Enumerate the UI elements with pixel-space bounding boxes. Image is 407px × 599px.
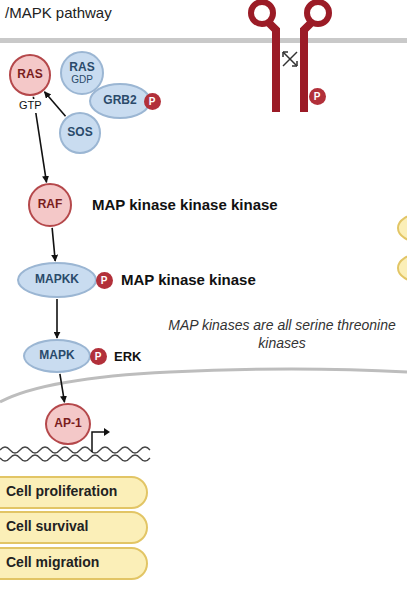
dna-strand [0, 455, 150, 461]
signal-arrow [44, 92, 65, 116]
node-text: MAPKK [35, 273, 79, 286]
node-text: GRB2 [103, 94, 136, 107]
signal-arrow [52, 228, 55, 261]
mapk-kinase: MAPK [23, 339, 91, 373]
title: /MAPK pathway [3, 4, 114, 21]
sos-protein: SOS [59, 112, 102, 154]
node-text: RAS [17, 68, 42, 81]
receptor [251, 2, 329, 112]
node-text: RAS [69, 61, 94, 74]
role-label: MAP kinase kinase kinase [92, 196, 278, 215]
dna-strand [0, 447, 150, 453]
signal-arrow [56, 299, 58, 338]
cell-membrane [0, 38, 407, 43]
phospho-site: P [90, 348, 107, 365]
nucleus-outline [0, 369, 407, 402]
node-text: P [149, 96, 156, 107]
outcome-bar: Cell proliferation [0, 476, 148, 509]
node-text: AP-1 [54, 417, 81, 430]
node-text: Cell survival [6, 519, 89, 534]
node-text: Cell migration [6, 555, 99, 570]
node-text: GDP [71, 74, 93, 85]
node-text: Cell proliferation [6, 484, 117, 499]
partial-node [398, 254, 407, 282]
node-text: SOS [67, 126, 92, 139]
phospho-site: P [96, 272, 113, 289]
phospho-site: P [144, 93, 161, 110]
node-text: P [314, 91, 321, 102]
grb2-adaptor: GRB2 [89, 83, 151, 119]
node-text: P [101, 275, 108, 286]
mapkk-kinase: MAPKK [17, 262, 97, 298]
transcription-arrow [92, 432, 104, 452]
partial-node [398, 214, 407, 242]
outcome-bar: Cell survival [0, 511, 148, 544]
note: MAP kinases are all serine threonine kin… [160, 317, 404, 352]
transcription-arrowhead [104, 428, 110, 436]
node-text: RAF [38, 198, 63, 211]
state-label: GTP [17, 99, 44, 113]
raf-kinase: RAF [28, 183, 72, 227]
outcome-bar: Cell migration [0, 547, 148, 580]
inhibit-x [283, 52, 297, 66]
phospho-site: P [309, 88, 326, 105]
alias-label: ERK [114, 349, 141, 365]
ap1-factor: AP-1 [45, 403, 91, 445]
node-text: P [95, 351, 102, 362]
node-text: MAPK [39, 349, 74, 362]
signal-arrow [60, 374, 65, 402]
ras-active: RAS [9, 54, 52, 96]
role-label: MAP kinase kinase [121, 271, 256, 290]
